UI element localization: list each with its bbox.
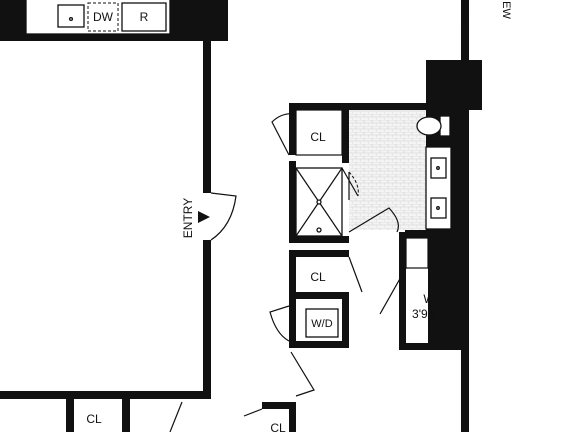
kitchen-wall-bottom [0, 34, 228, 41]
toilet-bowl [416, 116, 442, 136]
living-wall-right-lower [203, 240, 211, 398]
closet-mid-wall-bottom [289, 292, 349, 299]
closet-mid-door-swing [348, 256, 363, 293]
laundry: W/D [269, 299, 349, 348]
closet-mid: CL [289, 250, 363, 299]
dishwasher [87, 2, 119, 32]
refrigerator-label: R [140, 10, 149, 24]
closet-bottom-right: CL [243, 402, 296, 432]
ext-wall-mid [453, 110, 469, 350]
shower-drain-icon [316, 199, 322, 205]
bath-wall-bottom [405, 230, 453, 238]
closet-br-wall-top [262, 402, 292, 409]
ext-wall-block [426, 60, 482, 110]
closet-mid-wall-left [289, 250, 296, 296]
dishwasher-label: DW [93, 10, 114, 24]
shower-wall-left [289, 161, 296, 243]
shower-wall-bottom [289, 236, 349, 243]
wic-wall-left [399, 232, 406, 350]
shower-door-arc [348, 171, 359, 197]
closet-bl-wall-right [122, 399, 130, 432]
wic-door-swing [379, 267, 407, 315]
bath-wall-divider [342, 103, 349, 163]
closet-bath-label: CL [310, 130, 326, 144]
living-wall-bottom [0, 391, 211, 399]
view-label-fragment: EW [500, 1, 512, 19]
closet-bath: CL [271, 109, 343, 156]
window-strip [463, 0, 469, 21]
sink [57, 4, 85, 28]
kitchen-area: DW R [0, 0, 228, 41]
wic-shelf [405, 237, 429, 269]
closet-bottom-left: CL [66, 399, 183, 432]
shower [289, 161, 359, 243]
entry-label: ENTRY [181, 198, 195, 238]
kitchen-wall-right [170, 0, 228, 41]
entry-door-swing [210, 192, 237, 241]
laundry-wall-left [289, 299, 296, 347]
bath-door-swing [348, 207, 399, 233]
wic-label: WIC [423, 292, 447, 306]
closet-bottom-left-label: CL [86, 412, 102, 426]
closet-bottom-right-label: CL [270, 421, 286, 432]
shower-glass-door [341, 167, 359, 200]
kitchen-wall-left [0, 0, 26, 40]
bath-wall-left [289, 103, 296, 155]
ext-wall-lower [461, 350, 469, 432]
sink-lower-drain-icon [436, 206, 440, 210]
exterior-wall-right: EW [426, 0, 512, 432]
closet-bl-door-swing [169, 401, 183, 432]
refrigerator [121, 2, 167, 32]
shower-head-icon [316, 227, 322, 233]
living-room: ENTRY [0, 41, 237, 399]
living-wall-right-upper [203, 41, 211, 193]
bathroom [289, 103, 453, 238]
ext-wall-upper [461, 0, 469, 64]
closet-mid-wall-top [289, 250, 349, 257]
closet-br-door-swing [243, 408, 263, 417]
closet-bl-wall-left [66, 399, 74, 432]
laundry-wall-bottom [289, 341, 349, 348]
closet-bath-door-swing [271, 113, 297, 156]
laundry-wall-right [342, 299, 349, 347]
sink-upper-drain-icon [436, 166, 440, 170]
corridor-door-swing [290, 351, 315, 397]
bath-wall-top [289, 103, 453, 110]
laundry-door-swing [269, 305, 290, 342]
closet-mid-label: CL [310, 270, 326, 284]
washer-dryer-label: W/D [311, 318, 332, 330]
closet-br-wall-right [289, 402, 296, 432]
bathroom-tile-floor [349, 109, 426, 230]
wic-dimensions: 3'9 x 7'2 [412, 307, 456, 321]
closet-bath-box [295, 109, 343, 156]
washer-dryer-box [305, 308, 339, 338]
sink-drain-icon [68, 16, 74, 22]
entry-arrow-icon [198, 211, 210, 223]
